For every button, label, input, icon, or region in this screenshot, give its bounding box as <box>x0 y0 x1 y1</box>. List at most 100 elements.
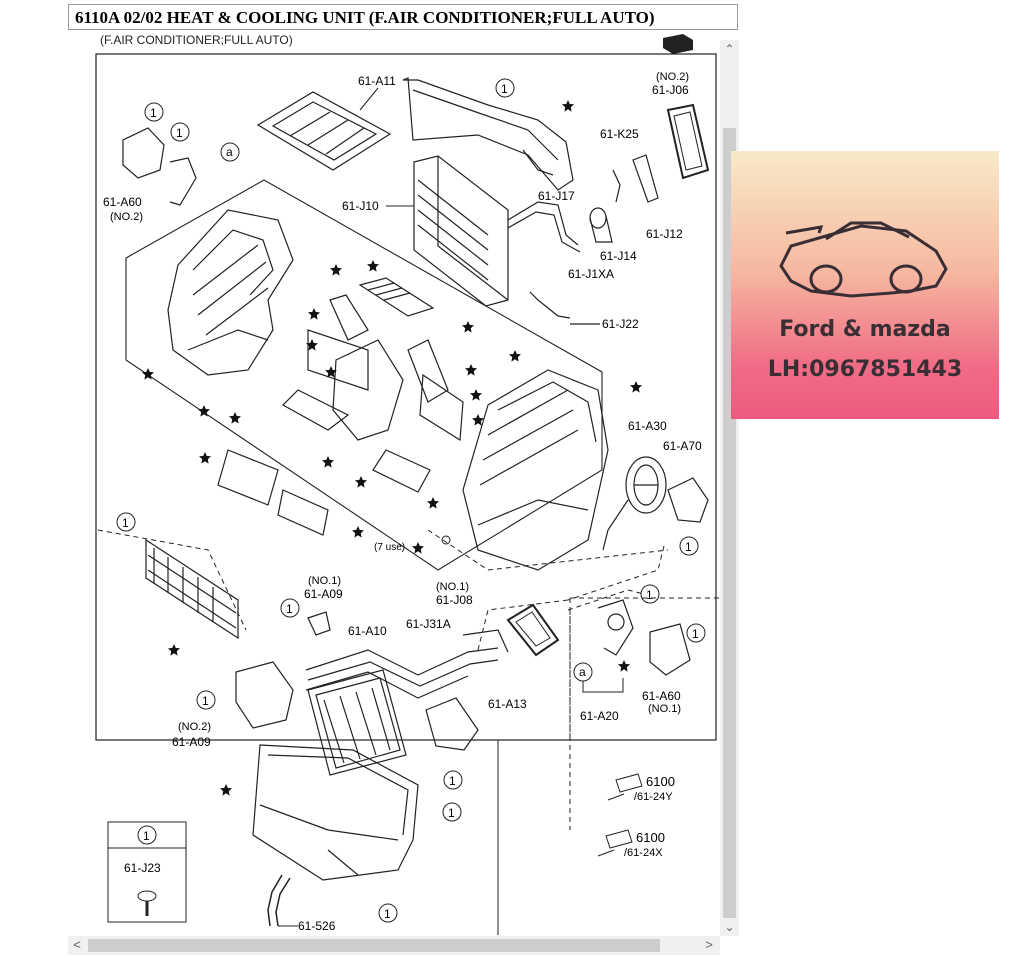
part-a10-heater-core <box>307 669 407 776</box>
part-j08-seal <box>506 603 560 657</box>
document-title-bar: 6110A 02/02 HEAT & COOLING UNIT (F.AIR C… <box>68 4 738 30</box>
part-j22-sensor <box>529 291 600 325</box>
scroll-right-icon[interactable]: > <box>705 937 713 952</box>
label-61-j17: 61-J17 <box>538 189 575 203</box>
callout-1: 1 <box>280 598 300 618</box>
callout-a: a <box>573 662 593 682</box>
label-61-j08-no1: (NO.1) <box>436 581 469 593</box>
part-a20-link <box>597 599 634 656</box>
part-lower-case <box>252 744 419 881</box>
callout-1: 1 <box>378 903 398 923</box>
part-a60-no1-actuator <box>649 623 691 676</box>
label-61-a09-no1: (NO.1) <box>308 575 341 587</box>
scroll-up-icon[interactable]: ⌃ <box>724 42 735 56</box>
scroll-left-icon[interactable]: < <box>73 937 81 952</box>
part-center-doors <box>217 277 464 536</box>
label-61-a13: 61-A13 <box>488 697 527 711</box>
svg-text:6100: 6100 <box>646 774 675 789</box>
part-top-duct <box>402 77 574 191</box>
callout-1: 1 <box>443 770 463 790</box>
svg-text:1: 1 <box>646 588 653 602</box>
label-61-a11: 61-A11 <box>358 74 396 88</box>
part-a13-bracket <box>425 697 479 751</box>
callout-1: 1 <box>679 536 699 556</box>
label-61-j23: 61-J23 <box>124 861 161 875</box>
label-61-j31a: 61-J31A <box>406 617 451 631</box>
callout-1: 1 <box>442 802 462 822</box>
callout-1: 1 <box>170 122 190 142</box>
svg-text:1: 1 <box>449 774 456 788</box>
svg-text:a: a <box>579 665 586 679</box>
svg-text:1: 1 <box>202 694 209 708</box>
svg-text:1: 1 <box>692 627 699 641</box>
screw-icon <box>441 535 451 545</box>
callout-1: 1 <box>196 690 216 710</box>
ref-6100-24x: 6100 /61-24X <box>597 829 665 859</box>
label-61-j06-top: 61-J06 <box>652 83 689 97</box>
part-a70-resistor <box>667 477 709 523</box>
callout-1: 1 <box>640 584 660 604</box>
part-a09-no1 <box>307 611 331 636</box>
label-61-a09-no2: (NO.2) <box>178 721 211 733</box>
part-a11-filter <box>256 91 392 171</box>
part-a60-no2-actuator <box>122 127 197 206</box>
svg-text:1: 1 <box>150 106 157 120</box>
advertisement-card: Ford & mazda LH:0967851443 <box>731 151 999 419</box>
callout-1: 1 <box>144 102 164 122</box>
parts-diagram: (F.AIR CONDITIONER;FULL AUTO) 61-A11 <box>95 33 720 935</box>
part-a30-blower-motor <box>602 456 667 551</box>
label-61-a09-top: 61-A09 <box>304 587 343 601</box>
part-j06-seal <box>666 103 710 180</box>
advertiser-name: Ford & mazda <box>779 317 951 342</box>
label-61-j12: 61-J12 <box>646 227 683 241</box>
label-61-j14: 61-J14 <box>600 249 637 263</box>
part-j10-evaporator <box>413 155 581 307</box>
svg-text:1: 1 <box>286 602 293 616</box>
horizontal-scrollbar[interactable]: < > <box>68 936 720 955</box>
scroll-down-icon[interactable]: ⌄ <box>724 920 735 934</box>
svg-text:1: 1 <box>176 126 183 140</box>
svg-text:1: 1 <box>143 829 150 843</box>
part-left-case <box>167 209 294 376</box>
label-61-a60-no2: 61-A60 <box>103 195 142 209</box>
svg-text:1: 1 <box>384 907 391 921</box>
label-61-j06-no2: (NO.2) <box>656 71 689 83</box>
outer-frame <box>95 53 717 741</box>
svg-text:1: 1 <box>685 540 692 554</box>
book-icon <box>663 34 693 54</box>
label-61-j1xa: 61-J1XA <box>568 267 614 281</box>
svg-text:1: 1 <box>501 82 508 96</box>
part-heater-pipes <box>305 629 509 699</box>
label-7-use: (7 use) <box>374 542 405 553</box>
svg-text:/61-24X: /61-24X <box>624 847 663 859</box>
diagram-subtitle: (F.AIR CONDITIONER;FULL AUTO) <box>100 33 293 47</box>
label-61-a30: 61-A30 <box>628 419 667 433</box>
part-526-drain-hose <box>267 874 291 927</box>
screw-icon <box>137 890 157 916</box>
svg-text:a: a <box>226 145 233 159</box>
part-right-case <box>462 369 609 571</box>
callout-1: 1 <box>686 623 706 643</box>
part-air-filter <box>145 538 239 640</box>
label-61-a60-no2-sub: (NO.2) <box>110 211 143 223</box>
ref-6100-24y: 6100 /61-24Y <box>607 773 675 803</box>
label-61-k25: 61-K25 <box>600 127 639 141</box>
label-61-j10: 61-J10 <box>342 199 379 213</box>
advertiser-phone: LH:0967851443 <box>767 357 963 382</box>
label-61-a10: 61-A10 <box>348 624 387 638</box>
svg-text:/61-24Y: /61-24Y <box>634 791 673 803</box>
label-61-j08: 61-J08 <box>436 593 473 607</box>
unit-boundary <box>125 179 603 571</box>
document-title: 6110A 02/02 HEAT & COOLING UNIT (F.AIR C… <box>75 8 655 27</box>
callout-1: 1 <box>495 78 515 98</box>
label-61-526: 61-526 <box>298 919 336 933</box>
callout-a: a <box>220 142 240 162</box>
callout-1: 1 <box>116 512 136 532</box>
label-61-a70: 61-A70 <box>663 439 702 453</box>
svg-text:1: 1 <box>122 516 129 530</box>
diagram-viewer[interactable]: (F.AIR CONDITIONER;FULL AUTO) 61-A11 <box>68 30 740 956</box>
label-61-a09-bottom: 61-A09 <box>172 735 211 749</box>
part-k25 <box>612 154 659 203</box>
label-61-j22: 61-J22 <box>602 317 639 331</box>
horizontal-scroll-thumb[interactable] <box>88 939 660 952</box>
